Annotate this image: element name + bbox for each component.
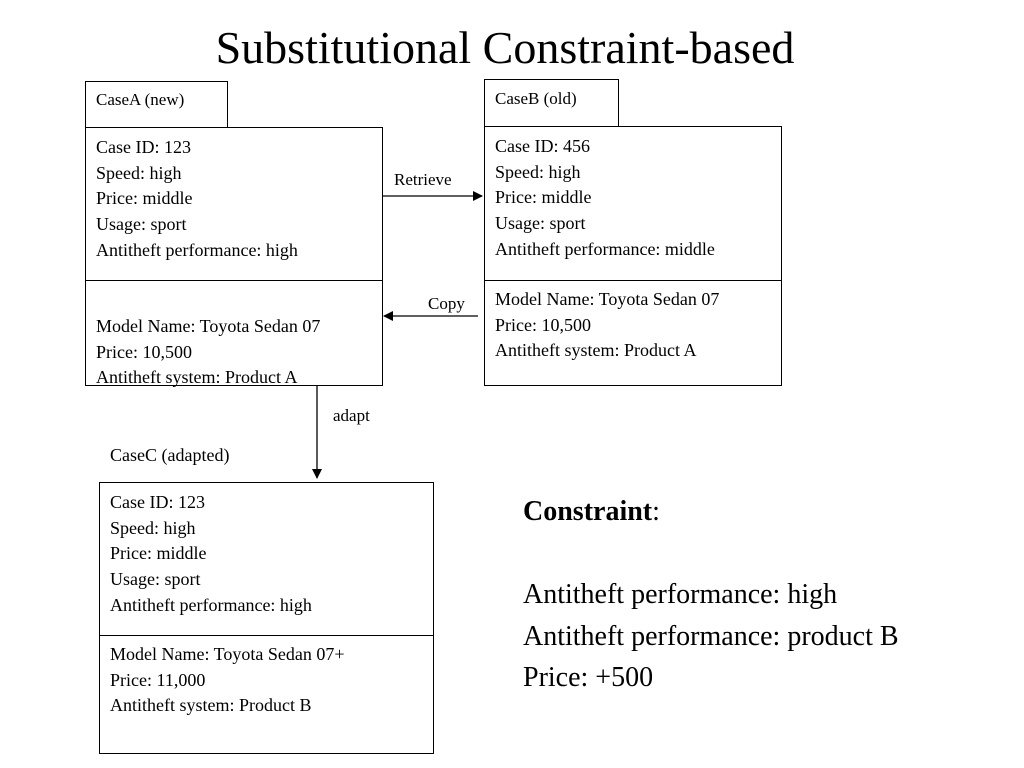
- casea-solution-line: Model Name: Toyota Sedan 07: [96, 316, 321, 336]
- constraint-line: Antitheft performance: high: [523, 579, 838, 610]
- casec-solution-line: Model Name: Toyota Sedan 07+: [110, 644, 345, 664]
- casea-tab: CaseA (new): [85, 81, 228, 128]
- casec-problem-line: Speed: high: [110, 517, 196, 538]
- constraint-block: Constraint: Antitheft performance: high …: [523, 491, 899, 699]
- casec-problem-line: Antitheft performance: high: [110, 594, 312, 615]
- casea-solution-box: Model Name: Toyota Sedan 07 Price: 10,50…: [85, 280, 383, 387]
- caseb-solution-line: Model Name: Toyota Sedan 07: [495, 289, 720, 309]
- caseb-problem-line: Price: middle: [495, 187, 592, 208]
- casea-problem-line: Case ID: 123: [96, 137, 191, 157]
- casec-solution-line: Antitheft system: Product B: [110, 695, 312, 716]
- copy-label: Copy: [428, 294, 465, 313]
- casea-problem-line: Usage: sport: [96, 214, 187, 235]
- caseb-solution-line: Antitheft system: Product A: [495, 340, 697, 361]
- casec-problem-box: Case ID: 123 Speed: high Price: middle U…: [99, 482, 434, 636]
- constraint-heading-word: Constraint: [523, 496, 653, 527]
- caseb-problem-line: Antitheft performance: middle: [495, 238, 715, 259]
- constraint-line: Price: +500: [523, 662, 654, 693]
- caseb-tab-label: CaseB (old): [495, 89, 577, 108]
- casea-problem-line: Price: middle: [96, 188, 193, 209]
- caseb-problem-line: Speed: high: [495, 161, 581, 182]
- constraint-heading-colon: :: [652, 496, 660, 527]
- casea-problem-line: Antitheft performance: high: [96, 239, 298, 260]
- caseb-tab: CaseB (old): [484, 79, 619, 127]
- retrieve-label: Retrieve: [394, 170, 452, 189]
- slide-title: Substitutional Constraint-based: [215, 22, 795, 73]
- constraint-heading: Constraint:: [523, 491, 899, 533]
- caseb-problem-box: Case ID: 456 Speed: high Price: middle U…: [484, 126, 782, 281]
- casea-problem-line: Speed: high: [96, 162, 182, 183]
- caseb-solution-line: Price: 10,500: [495, 314, 591, 335]
- constraint-spacer: [523, 533, 899, 575]
- casea-tab-label: CaseA (new): [96, 90, 185, 109]
- adapt-label: adapt: [333, 406, 370, 425]
- caseb-problem-line: Case ID: 456: [495, 136, 590, 156]
- casec-problem-line: Usage: sport: [110, 569, 201, 590]
- casec-solution-box: Model Name: Toyota Sedan 07+ Price: 11,0…: [99, 635, 434, 754]
- casec-label: CaseC (adapted): [110, 445, 230, 465]
- constraint-line: Antitheft performance: product B: [523, 620, 899, 652]
- caseb-solution-box: Model Name: Toyota Sedan 07 Price: 10,50…: [484, 280, 782, 386]
- casec-problem-line: Case ID: 123: [110, 492, 205, 512]
- casec-solution-line: Price: 11,000: [110, 669, 206, 690]
- casea-solution-line: Price: 10,500: [96, 341, 192, 362]
- caseb-problem-line: Usage: sport: [495, 213, 586, 234]
- casea-solution-line: Antitheft system: Product A: [96, 367, 298, 388]
- casea-problem-box: Case ID: 123 Speed: high Price: middle U…: [85, 127, 383, 281]
- casec-problem-line: Price: middle: [110, 543, 207, 564]
